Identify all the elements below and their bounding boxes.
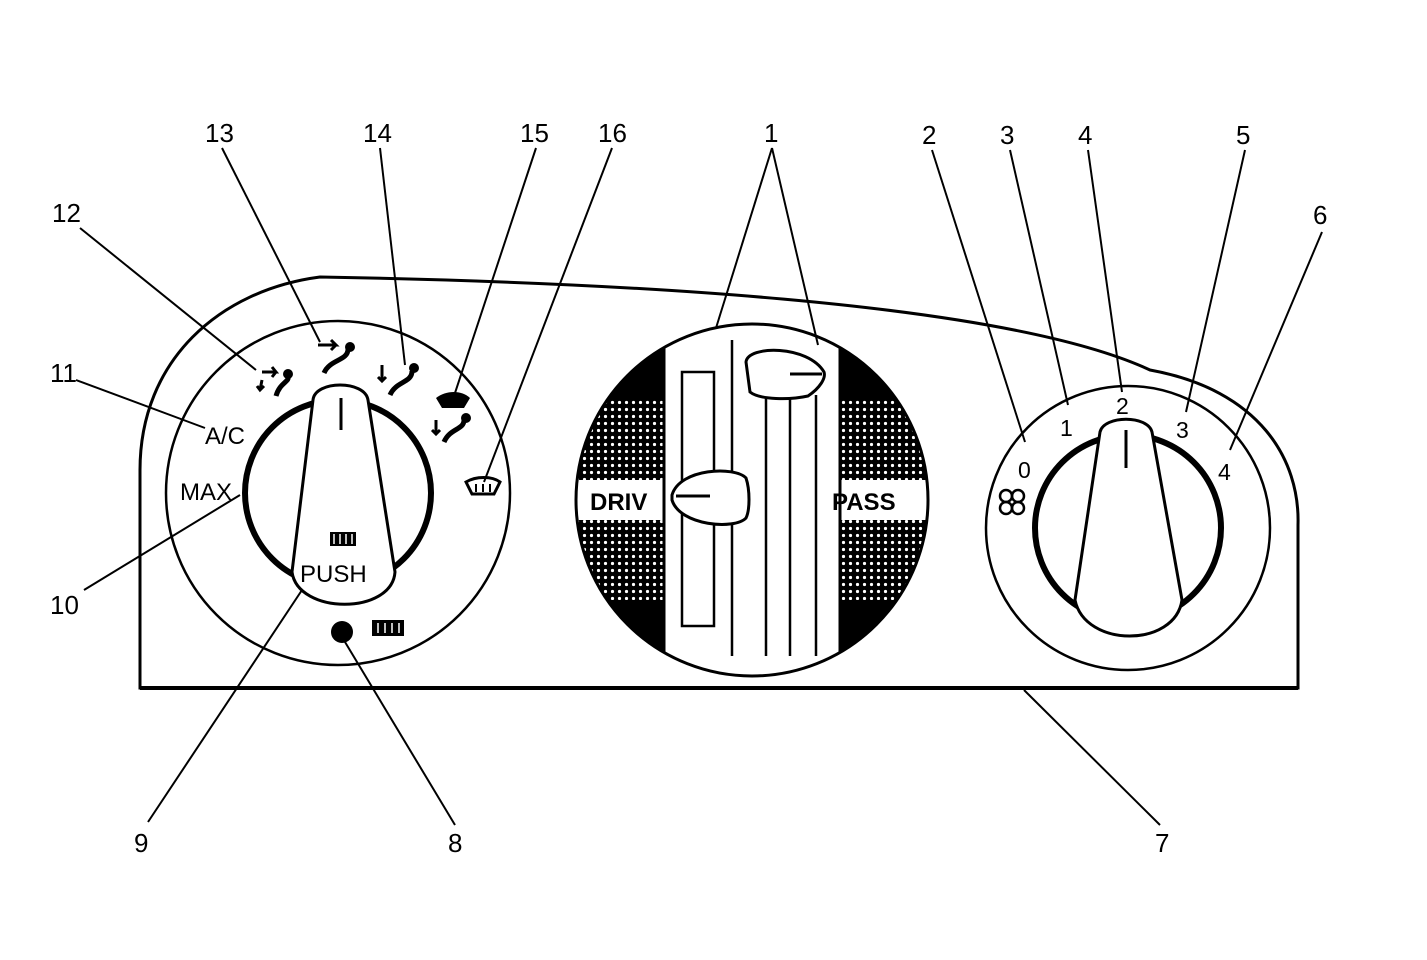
callout-8: 8 bbox=[448, 828, 462, 858]
fan-speed-2: 2 bbox=[1116, 393, 1129, 419]
mode-dial-ring bbox=[164, 319, 512, 667]
callout-6: 6 bbox=[1313, 200, 1327, 230]
fan-speed-0: 0 bbox=[1018, 457, 1031, 483]
callout-3: 3 bbox=[1000, 120, 1014, 150]
callout-2: 2 bbox=[922, 120, 936, 150]
fan-speed-knob[interactable] bbox=[1073, 417, 1184, 638]
callout-5: 5 bbox=[1236, 120, 1250, 150]
mode-control-knob[interactable] bbox=[290, 383, 397, 606]
callout-1: 1 bbox=[764, 118, 778, 148]
callout-11: 11 bbox=[50, 358, 77, 388]
fan-icon bbox=[998, 488, 1026, 516]
leader-lines bbox=[75, 147, 1323, 826]
fan-control-group: 0 1 2 3 4 bbox=[984, 384, 1272, 672]
passenger-temperature-lever[interactable] bbox=[744, 348, 826, 401]
ac-label: A/C bbox=[205, 423, 245, 450]
vent-airflow-icon bbox=[318, 338, 355, 375]
max-label: MAX bbox=[180, 479, 232, 506]
driver-label: DRIV bbox=[590, 489, 647, 516]
callout-16: 16 bbox=[598, 118, 627, 148]
defrost-icon bbox=[330, 532, 356, 546]
callout-13: 13 bbox=[205, 118, 234, 148]
indicator-light bbox=[331, 621, 353, 643]
control-panel-housing bbox=[138, 275, 1300, 690]
floor-airflow-icon bbox=[376, 363, 419, 397]
callout-10: 10 bbox=[50, 590, 79, 620]
recirculation-icon bbox=[255, 366, 293, 397]
callout-4: 4 bbox=[1078, 120, 1092, 150]
callout-labels: 1 2 3 4 5 6 7 8 9 10 11 12 13 14 15 16 bbox=[50, 118, 1327, 858]
push-label: PUSH bbox=[300, 561, 367, 588]
fan-speed-3: 3 bbox=[1176, 417, 1189, 443]
windshield-defrost-icon bbox=[464, 476, 502, 496]
callout-7: 7 bbox=[1155, 828, 1169, 858]
driver-temperature-lever[interactable] bbox=[670, 469, 751, 526]
defog-icon bbox=[430, 392, 471, 444]
callout-9: 9 bbox=[134, 828, 148, 858]
callout-14: 14 bbox=[363, 118, 392, 148]
passenger-label: PASS bbox=[832, 489, 896, 516]
callout-15: 15 bbox=[520, 118, 549, 148]
temperature-control-group: DRIV PASS bbox=[574, 322, 930, 678]
fan-speed-1: 1 bbox=[1060, 415, 1073, 441]
rear-defog-icon[interactable] bbox=[372, 620, 404, 636]
callout-12: 12 bbox=[52, 198, 81, 228]
fan-speed-4: 4 bbox=[1218, 459, 1231, 485]
fan-dial-ring bbox=[984, 384, 1272, 672]
mode-control-group: PUSH A/C MAX bbox=[164, 319, 512, 667]
